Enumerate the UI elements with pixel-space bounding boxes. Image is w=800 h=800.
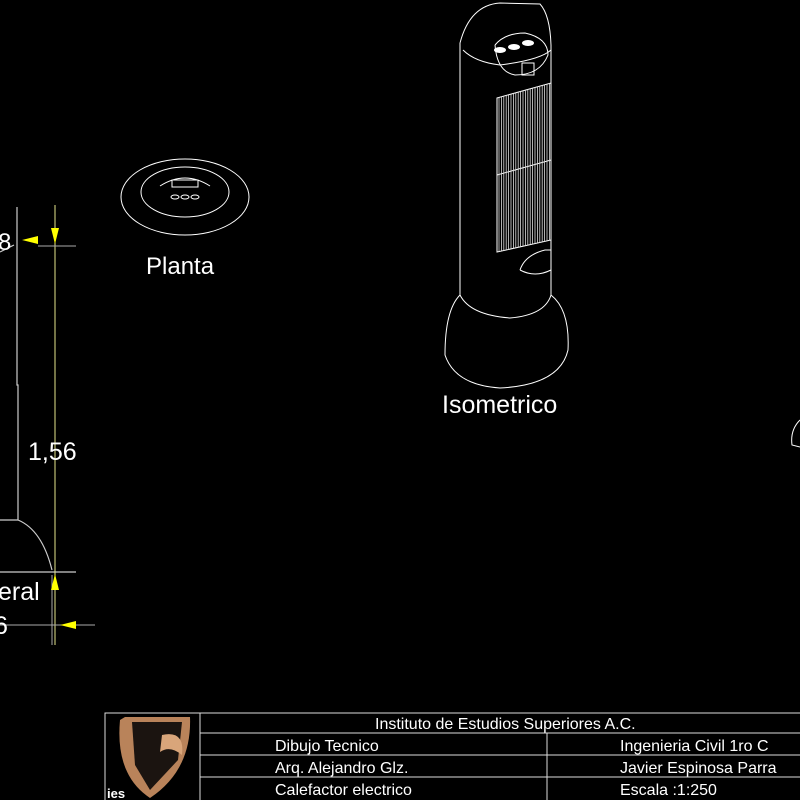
partial-view-edge — [791, 419, 800, 448]
title-block-lines — [104, 712, 800, 800]
course: Ingenieria Civil 1ro C — [620, 738, 769, 755]
plan-view-label: Planta — [146, 253, 215, 280]
dimension-arrows — [22, 228, 76, 629]
plan-view — [120, 158, 250, 236]
student: Javier Espinosa Parra — [620, 760, 777, 777]
scale: Escala :1:250 — [620, 782, 717, 799]
dimension-top-fragment: 8 — [0, 229, 11, 256]
side-view-label: eral — [0, 578, 40, 606]
logo-text: ies — [107, 786, 125, 800]
isometric-buttons — [494, 40, 534, 53]
isometric-view-label: Isometrico — [442, 391, 557, 419]
drawing-title: Calefactor electrico — [275, 782, 412, 799]
isometric-view — [444, 2, 569, 389]
isometric-grille — [498, 83, 550, 252]
professor: Arq. Alejandro Glz. — [275, 760, 408, 777]
dimension-height: 1,56 — [28, 438, 77, 466]
institution-logo: ies — [107, 717, 191, 800]
side-view — [0, 207, 76, 573]
dimension-bottom-fragment: 6 — [0, 612, 8, 640]
subject: Dibujo Tecnico — [275, 738, 379, 755]
institution-name: Instituto de Estudios Superiores A.C. — [375, 716, 636, 733]
